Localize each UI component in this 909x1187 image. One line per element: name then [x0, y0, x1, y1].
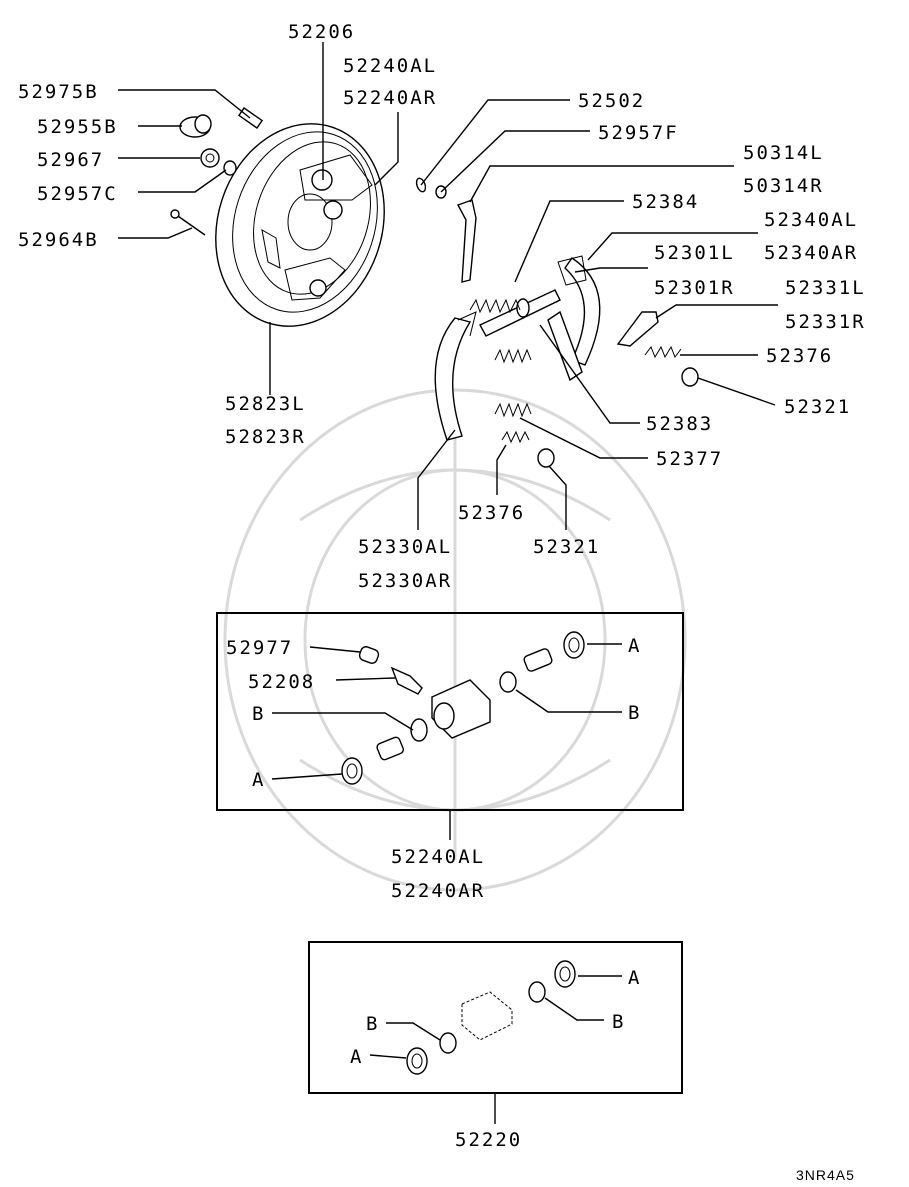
label-50314R: 50314R: [743, 175, 824, 197]
repair-kit-box: A B B A 52220: [308, 941, 683, 1151]
label-B-left: B: [252, 703, 263, 725]
adjuster-strut-icon: [479, 289, 561, 337]
brake-shoe-rear-icon: [434, 311, 477, 441]
label-52206: 52206: [288, 21, 355, 43]
wheel-cylinder-box: 52977 52208 B A A B 52240AL 52240AR: [216, 612, 684, 902]
label-52823R: 52823R: [225, 426, 306, 448]
leader-lines-right: [417, 99, 778, 530]
label-52330AR: 52330AR: [358, 570, 452, 592]
label-52376-bottom: 52376: [458, 502, 525, 524]
label-52340AL: 52340AL: [764, 209, 858, 231]
label-52321-bottom: 52321: [533, 536, 600, 558]
label-52321-right: 52321: [784, 396, 851, 418]
nut-icon: [200, 148, 220, 168]
label-52240AL-kit: 52240AL: [391, 846, 485, 868]
upper-spring-icon: [469, 298, 521, 314]
label-52331R: 52331R: [785, 311, 866, 333]
adjuster-lever-icon: [547, 310, 583, 382]
label-52301L: 52301L: [654, 242, 735, 264]
label-A-right: A: [628, 635, 640, 657]
label-50314L: 50314L: [743, 142, 824, 164]
label-52955B: 52955B: [37, 116, 118, 138]
label-52502: 52502: [578, 90, 645, 112]
label-52957F: 52957F: [598, 122, 679, 144]
label-B-right: B: [628, 702, 639, 724]
backing-plate-icon: [215, 123, 385, 327]
part-labels-top: 52206 52240AL 52240AR 52975B 52955B 5296…: [18, 21, 866, 592]
spring-cup-icon: [537, 367, 699, 468]
bolt-icon: [170, 209, 206, 236]
label-52220: 52220: [455, 1129, 522, 1151]
label-52957C: 52957C: [37, 183, 118, 205]
bleeder-screw-icon: [237, 107, 264, 129]
washer-icon: [223, 160, 237, 176]
lower-spring-icon: [494, 402, 532, 418]
label-52240AR-kit: 52240AR: [391, 880, 485, 902]
retaining-clip-icon: [415, 177, 447, 199]
label-A-left-kit2: A: [350, 1046, 362, 1068]
hold-down-spring-icon: [501, 345, 682, 444]
label-52240AR-top: 52240AR: [343, 87, 437, 109]
bleeder-cap-icon: [179, 114, 212, 138]
label-52967: 52967: [37, 149, 104, 171]
label-52330AL: 52330AL: [358, 536, 452, 558]
label-52331L: 52331L: [785, 277, 866, 299]
watermark-emblem: [223, 388, 687, 892]
label-52240AL-top: 52240AL: [343, 55, 437, 77]
label-A-left: A: [252, 769, 264, 791]
parking-lever-icon: [457, 199, 477, 283]
label-52301R: 52301R: [654, 277, 735, 299]
label-52823L: 52823L: [225, 393, 306, 415]
label-52977: 52977: [226, 637, 293, 659]
label-52208: 52208: [248, 671, 315, 693]
label-52383: 52383: [646, 413, 713, 435]
label-52975B: 52975B: [18, 81, 99, 103]
label-A-right-kit2: A: [628, 967, 640, 989]
label-B-right-kit2: B: [612, 1011, 623, 1033]
label-52384: 52384: [632, 191, 699, 213]
label-52377: 52377: [656, 448, 723, 470]
leader-lines-left: [118, 42, 399, 395]
diagram-code: 3NR4A5: [796, 1167, 855, 1183]
middle-spring-icon: [494, 348, 532, 364]
label-B-left-kit2: B: [366, 1013, 377, 1035]
lever-bracket-icon: [616, 311, 659, 347]
label-52376-right: 52376: [766, 345, 833, 367]
label-52964B: 52964B: [18, 229, 99, 251]
label-52340AR: 52340AR: [764, 242, 858, 264]
